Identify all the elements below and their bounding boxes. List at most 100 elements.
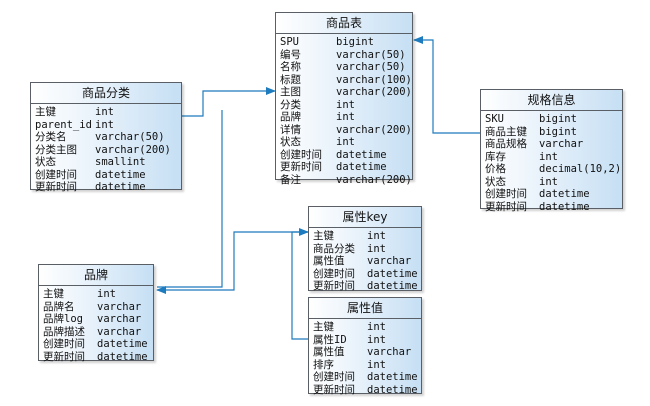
- field-row: 更新时间 datetime: [481, 201, 622, 214]
- field-type: varchar(50): [336, 61, 406, 73]
- field-type: bigint: [539, 125, 577, 138]
- field-name: 创建时间: [313, 267, 355, 280]
- table-title: 属性key: [309, 207, 421, 228]
- field-name: 创建时间: [43, 338, 85, 350]
- field-type: datetime: [336, 148, 387, 161]
- field-name: 品牌log: [43, 313, 83, 325]
- field-name: 状态: [280, 136, 301, 148]
- field-name: 属性ID: [313, 333, 347, 346]
- field-name: 更新时间: [35, 181, 77, 193]
- field-row: 主键 int: [39, 288, 153, 301]
- field-name: 分类: [280, 98, 301, 111]
- field-name: 分类主图: [35, 143, 77, 156]
- field-row: 状态 smallint: [31, 156, 181, 169]
- field-name: 编号: [280, 48, 301, 61]
- field-name: 名称: [280, 61, 301, 73]
- field-type: int: [95, 106, 114, 118]
- field-type: int: [367, 242, 386, 255]
- field-row: 主图 varchar(200): [276, 86, 412, 99]
- field-type: varchar(200): [95, 143, 171, 156]
- field-name: 主键: [43, 288, 64, 300]
- field-name: 标题: [280, 73, 301, 86]
- field-row: 编号 varchar(50): [276, 49, 412, 62]
- field-type: int: [336, 98, 355, 111]
- field-name: 状态: [485, 175, 506, 188]
- field-type: varchar: [97, 325, 142, 338]
- field-name: parent_id: [35, 118, 92, 131]
- field-name: 价格: [485, 163, 506, 175]
- field-name: 更新时间: [485, 200, 527, 213]
- field-name: 更新时间: [43, 350, 85, 363]
- field-name: 详情: [280, 123, 301, 136]
- field-name: 备注: [280, 173, 301, 186]
- field-type: varchar(200): [336, 173, 412, 186]
- connector-category-goods: [182, 87, 276, 117]
- field-type: varchar(200): [336, 86, 412, 98]
- field-type: varchar(50): [336, 48, 406, 61]
- field-type: datetime: [539, 200, 590, 213]
- field-type: datetime: [367, 383, 418, 396]
- field-name: 商品规格: [485, 138, 527, 150]
- table-title: 商品表: [276, 13, 412, 34]
- table-title: 品牌: [39, 265, 153, 286]
- field-type: varchar: [97, 300, 142, 313]
- field-type: datetime: [95, 168, 146, 181]
- field-type: varchar: [367, 346, 412, 358]
- field-name: 更新时间: [313, 383, 355, 396]
- field-type: int: [367, 358, 386, 371]
- field-name: 主键: [313, 321, 334, 333]
- field-type: bigint: [539, 113, 577, 125]
- field-name: 创建时间: [485, 188, 527, 200]
- field-row: 标题 varchar(100): [276, 74, 412, 87]
- field-type: datetime: [336, 161, 387, 173]
- field-name: 商品分类: [313, 242, 355, 255]
- field-type: varchar(100): [336, 73, 412, 86]
- field-type: datetime: [367, 267, 418, 280]
- field-row: 备注 varchar(200): [276, 174, 412, 187]
- field-name: 状态: [35, 156, 56, 168]
- field-type: datetime: [95, 181, 146, 193]
- field-type: int: [336, 111, 355, 123]
- connector-sku-goods: [413, 36, 480, 134]
- field-type: varchar: [367, 255, 412, 267]
- field-row: 更新时间 datetime: [31, 181, 181, 194]
- field-name: 库存: [485, 150, 506, 163]
- field-type: datetime: [367, 280, 418, 292]
- field-row: 创建时间 datetime: [309, 268, 421, 281]
- field-name: 主图: [280, 86, 301, 98]
- field-type: int: [97, 288, 116, 300]
- field-name: 品牌描述: [43, 325, 85, 338]
- field-name: 创建时间: [313, 371, 355, 383]
- field-type: int: [95, 118, 114, 131]
- connector-attrvalue-attrkey: [291, 228, 309, 340]
- field-type: smallint: [95, 156, 146, 168]
